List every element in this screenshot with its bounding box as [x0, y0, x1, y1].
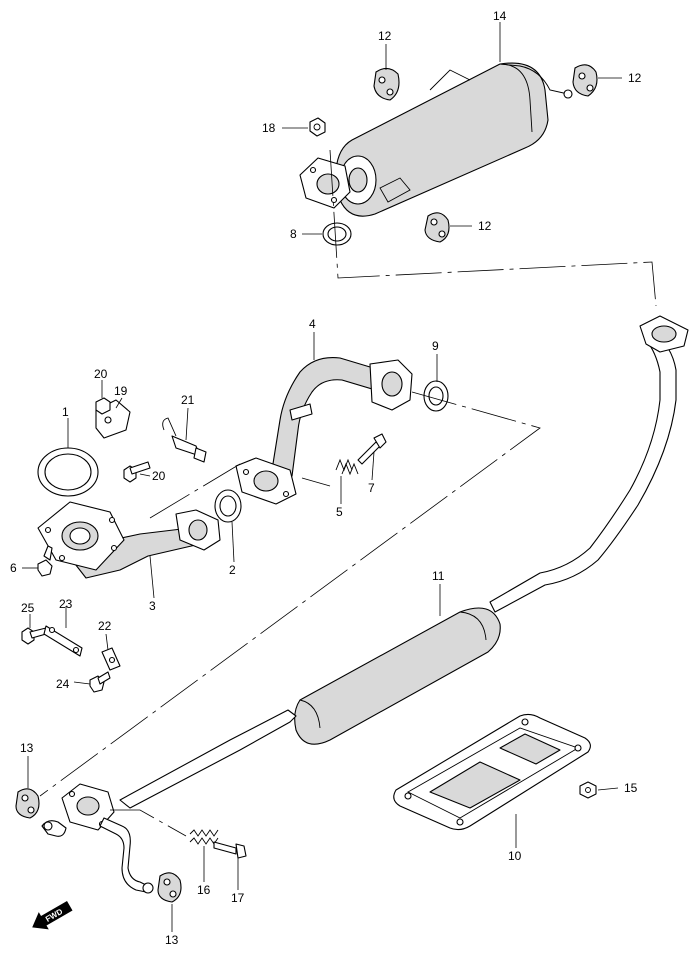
- bolt-24[interactable]: [89, 671, 111, 693]
- spring-16[interactable]: [189, 829, 219, 845]
- callout-22: 22: [98, 619, 112, 633]
- bolt-20-lower[interactable]: [123, 461, 151, 483]
- callout-7: 7: [368, 481, 375, 495]
- callout-15: 15: [624, 781, 638, 795]
- callout-12-lower: 12: [478, 219, 492, 233]
- front-pipe-flange[interactable]: [235, 457, 297, 505]
- rubber-mount-12-left[interactable]: [373, 67, 400, 101]
- callout-1: 1: [62, 405, 69, 419]
- callout-18: 18: [262, 121, 276, 135]
- front-pipe[interactable]: [271, 357, 413, 477]
- callout-14: 14: [493, 9, 507, 23]
- callout-20-upper: 20: [94, 367, 108, 381]
- center-pipe-rear-flange[interactable]: [61, 783, 154, 894]
- callouts: 1 2 3 4 5 6 7 8 9 10 11 12 12 12 13 13 1…: [10, 9, 642, 947]
- bolt-25[interactable]: [21, 627, 47, 645]
- leader-lines: [22, 22, 622, 932]
- nut-18[interactable]: [309, 117, 326, 137]
- bolt-6[interactable]: [37, 545, 53, 577]
- callout-23: 23: [59, 597, 73, 611]
- clip-22[interactable]: [101, 647, 121, 671]
- assembly-line-gasket9: [39, 391, 541, 797]
- plate-23[interactable]: [43, 625, 83, 657]
- rubber-mount-13-lower[interactable]: [157, 872, 182, 903]
- bolt-17[interactable]: [213, 841, 247, 859]
- oxygen-sensor-21[interactable]: [162, 417, 207, 463]
- spring-5[interactable]: [335, 458, 359, 476]
- callout-16: 16: [197, 883, 211, 897]
- callout-2: 2: [229, 563, 236, 577]
- fwd-arrow-icon: FWD: [32, 900, 73, 930]
- assembly-line-rear: [110, 809, 187, 837]
- center-pipe[interactable]: [119, 315, 689, 809]
- callout-12-right: 12: [628, 71, 642, 85]
- exhaust-pipe-no1[interactable]: [37, 501, 221, 579]
- callout-4: 4: [309, 317, 316, 331]
- callout-13-upper: 13: [20, 741, 34, 755]
- rubber-mount-12-right[interactable]: [572, 64, 598, 97]
- assembly-line-front: [149, 463, 241, 519]
- heat-insulator[interactable]: [393, 713, 591, 831]
- callout-5: 5: [336, 505, 343, 519]
- callout-20-lower: 20: [152, 469, 166, 483]
- callout-6: 6: [10, 561, 17, 575]
- callout-11: 11: [432, 569, 445, 583]
- callout-8: 8: [290, 227, 297, 241]
- callout-13-lower: 13: [165, 933, 179, 947]
- hanger-bracket[interactable]: [41, 820, 67, 837]
- assembly-line-muffler: [329, 149, 657, 307]
- nut-15[interactable]: [579, 781, 597, 799]
- callout-19: 19: [114, 384, 128, 398]
- rear-muffler[interactable]: [335, 62, 573, 217]
- callout-25: 25: [21, 601, 35, 615]
- rubber-mount-13-upper[interactable]: [15, 788, 40, 819]
- muffler-inlet-flange[interactable]: [299, 157, 351, 209]
- rubber-mount-12-lower[interactable]: [424, 212, 450, 243]
- bolt-20-upper[interactable]: [95, 397, 111, 415]
- callout-3: 3: [149, 599, 156, 613]
- callout-12-top: 12: [378, 29, 392, 43]
- callout-24: 24: [56, 677, 70, 691]
- callout-9: 9: [432, 339, 439, 353]
- bolt-7[interactable]: [357, 433, 387, 465]
- callout-21: 21: [181, 393, 195, 407]
- callout-17: 17: [231, 891, 245, 905]
- callout-10: 10: [508, 849, 522, 863]
